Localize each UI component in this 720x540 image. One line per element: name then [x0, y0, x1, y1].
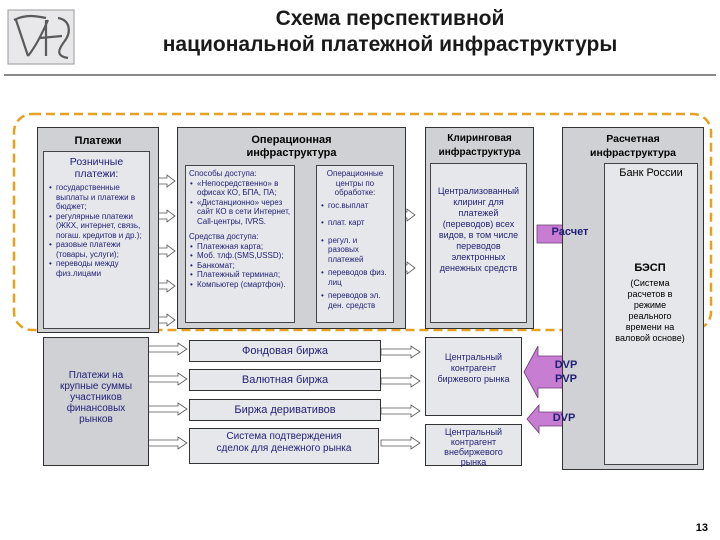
list-item: плат. карт — [321, 218, 390, 228]
payments-header: Платежи — [74, 135, 122, 147]
dvp-pvp-arrow-label: DVP PVP — [540, 358, 592, 386]
large-payments-box: Платежи на крупные суммы участников фина… — [43, 337, 149, 466]
market-label: Биржа деривативов — [234, 404, 336, 416]
page-number: 13 — [695, 522, 708, 534]
page-title: Схема перспективной национальной платежн… — [80, 6, 700, 58]
retail-payments-box: Розничные платежи: государственные выпла… — [43, 151, 150, 329]
list-item: переводов эл. ден. средств — [321, 291, 390, 310]
market-box-derivatives-exchange: Биржа деривативов — [189, 399, 381, 421]
list-item: гос.выплат — [321, 201, 390, 211]
list-item: разовые платежи (товары, услуги); — [49, 240, 145, 259]
title-line-1: Схема перспективной — [275, 7, 505, 30]
retail-dashed-outline — [12, 112, 713, 332]
operational-header: Операционная инфраструктура — [246, 134, 337, 159]
pvp-label: PVP — [554, 373, 577, 385]
list-item: «Непосредственно» в офисах КО, БПА, ПА; — [190, 179, 291, 198]
list-item: регул. и разовых платежей — [321, 236, 390, 265]
market-label: Фондовая биржа — [242, 345, 328, 357]
dvp-label: DVP — [554, 359, 578, 371]
list-item: Платежная карта; — [190, 242, 291, 252]
centers-title: Операционные центры по обработке: — [326, 169, 384, 197]
market-label: Система подтверждения сделок для денежно… — [216, 431, 352, 454]
list-item: государственные выплаты и платежи в бюдж… — [49, 183, 145, 212]
centralized-clearing-text: Централизованный клиринг для платежей (п… — [437, 186, 520, 273]
methods-title: Способы доступа: — [189, 169, 257, 178]
besp-description: (Система расчетов в режиме реального вре… — [615, 278, 685, 343]
dvp-arrow-label: DVP — [552, 412, 576, 424]
methods-list: «Непосредственно» в офисах КО, БПА, ПА; … — [189, 179, 291, 227]
list-item: «Дистанционно» через сайт КО в сети Инте… — [190, 198, 291, 227]
market-box-stock-exchange: Фондовая биржа — [189, 340, 381, 362]
market-box-trade-confirmation: Система подтверждения сделок для денежно… — [189, 428, 379, 464]
list-item: переводов физ. лиц — [321, 268, 390, 287]
ccp-otc-text: Центральный контрагент внебиржевого рынк… — [444, 427, 503, 467]
access-methods-box: Способы доступа: «Непосредственно» в офи… — [185, 165, 295, 323]
bank-of-russia-box: Банк России — [604, 163, 698, 465]
payments-to-ops-arrows — [156, 174, 176, 327]
title-divider — [4, 74, 716, 76]
centers-list: гос.выплат плат. карт регул. и разовых п… — [320, 201, 390, 311]
title-line-2: национальной платежной инфраструктуры — [162, 33, 618, 56]
list-item: Платежный терминал; — [190, 270, 291, 280]
retail-payments-title: Розничные платежи: — [69, 156, 124, 180]
large-payments-text: Платежи на крупные суммы участников фина… — [59, 370, 133, 425]
list-item: регулярные платежи (ЖКХ, интернет, связь… — [49, 212, 145, 241]
bank-name: Банк России — [619, 167, 683, 179]
besp-title: БЭСП — [634, 262, 666, 274]
clearing-header: Клиринговая инфраструктура — [438, 133, 521, 158]
list-item: Банкомат; — [190, 261, 291, 271]
market-box-currency-exchange: Валютная биржа — [189, 369, 381, 391]
settlement-arrow-label: Расчет — [551, 226, 589, 238]
market-label: Валютная биржа — [241, 374, 329, 386]
retail-payments-list: государственные выплаты и платежи в бюдж… — [48, 183, 145, 278]
list-item: переводы между физ.лицами — [49, 259, 145, 278]
centralized-clearing-box: Централизованный клиринг для платежей (п… — [430, 163, 527, 323]
operation-centers-box: Операционные центры по обработке: гос.вы… — [316, 165, 394, 323]
large-payments-to-markets-arrows — [147, 342, 188, 450]
ccp-exchange-box: Центральный контрагент биржевого рынка — [425, 337, 522, 416]
list-item: Моб. тлф.(SMS,USSD); — [190, 251, 291, 261]
settlement-header: Расчетная инфраструктура — [590, 133, 676, 159]
ccp-otc-box: Центральный контрагент внебиржевого рынк… — [425, 424, 522, 467]
means-list: Платежная карта; Моб. тлф.(SMS,USSD); Ба… — [189, 242, 291, 290]
logo-monogram-icon — [7, 9, 75, 65]
ccp-exchange-text: Центральный контрагент биржевого рынка — [437, 352, 510, 384]
list-item: Компьютер (смартфон). — [190, 280, 291, 290]
markets-to-ccp-arrows — [380, 345, 421, 450]
means-title: Средства доступа: — [189, 232, 259, 241]
